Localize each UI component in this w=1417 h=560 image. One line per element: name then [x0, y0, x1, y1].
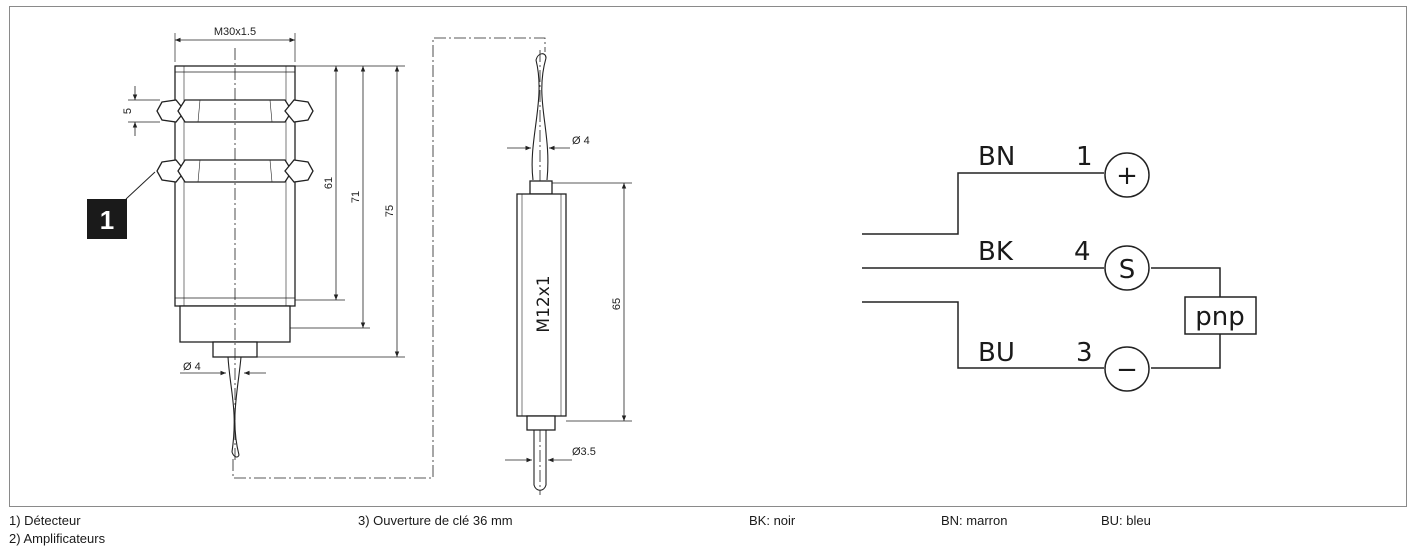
wire-label-bk: BK [978, 237, 1014, 267]
dim-length-75: 75 [384, 205, 396, 217]
legend-color-bk-text: BK: noir [749, 513, 796, 528]
legend-item-wrench: 3) Ouverture de clé 36 mm [358, 513, 513, 528]
terminal-plus [1104, 152, 1150, 198]
callout-number: 1 [100, 205, 114, 235]
pin-label-3: 3 [1076, 338, 1093, 368]
dim-nut-width: 5 [122, 108, 134, 114]
pin-label-4: 4 [1074, 237, 1091, 267]
dim-cable-diameter: Ø 4 [183, 361, 201, 373]
amplifier-body [516, 193, 567, 417]
dim-amplifier-cable-top: Ø 4 [572, 135, 590, 147]
wire-label-bu: BU [978, 338, 1015, 368]
legend-column-1: 1) Détecteur 2) Amplificateurs [9, 512, 105, 548]
wire-label-bn: BN [978, 142, 1015, 172]
amplifier-drawing [505, 50, 632, 495]
pnp-label: pnp [1195, 302, 1245, 332]
legend-column-2: 3) Ouverture de clé 36 mm [358, 512, 513, 530]
dim-amplifier-cable-bottom: Ø3.5 [572, 446, 596, 458]
drawing-frame [9, 6, 1407, 507]
dim-length-61: 61 [323, 177, 335, 189]
legend-item-amplifiers: 2) Amplificateurs [9, 531, 106, 546]
sensor-drawing [125, 33, 405, 460]
connector-label: M12x1 [534, 275, 554, 332]
dim-length-71: 71 [350, 191, 362, 203]
wiring-diagram [862, 152, 1257, 392]
terminal-signal [1104, 245, 1150, 291]
nut-upper-left [156, 99, 186, 123]
pin-label-1: 1 [1076, 142, 1093, 172]
terminal-minus [1104, 346, 1150, 392]
minus-symbol: − [1116, 355, 1138, 385]
dim-amplifier-length: 65 [611, 298, 623, 310]
plus-symbol: + [1116, 161, 1138, 191]
connection-line [232, 37, 546, 479]
legend-color-bu: BU: bleu [1101, 512, 1151, 530]
legend-color-bk: BK: noir [749, 512, 795, 530]
legend-item-detector: 1) Détecteur [9, 513, 81, 528]
callout-box [87, 199, 127, 239]
pnp-box [1184, 296, 1257, 335]
legend-color-bu-text: BU: bleu [1101, 513, 1151, 528]
legend-color-bn: BN: marron [941, 512, 1007, 530]
signal-symbol: S [1119, 255, 1136, 285]
dim-thread: M30x1.5 [214, 26, 256, 38]
legend-color-bn-text: BN: marron [941, 513, 1008, 528]
nut-lower-left [156, 159, 186, 183]
